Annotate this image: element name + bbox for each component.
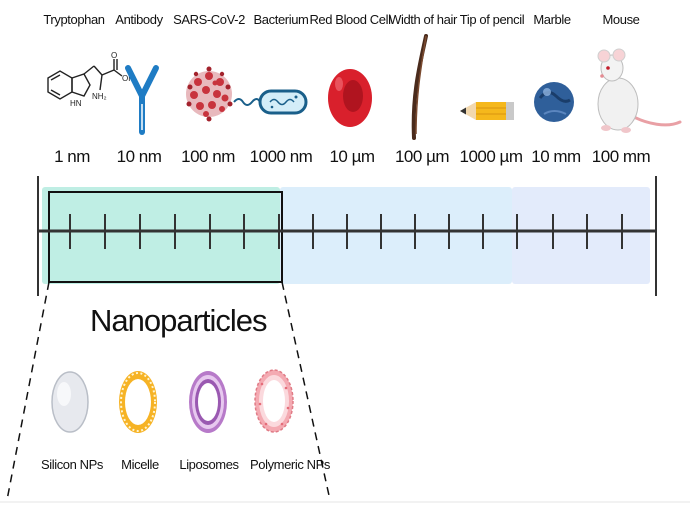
antibody-icon <box>125 65 159 135</box>
zoom-line-right <box>281 281 331 501</box>
mouse-icon <box>597 48 682 133</box>
size-10mm: 10 mm <box>531 147 581 166</box>
size-100mm: 100 mm <box>591 147 651 166</box>
label-antibody: Antibody <box>115 12 163 27</box>
size-100nm: 100 nm <box>181 147 235 166</box>
atom-label-oh: OH <box>122 74 134 83</box>
size-100um: 100 µm <box>394 147 450 166</box>
label-mouse: Mouse <box>602 12 640 27</box>
size-1nm: 1 nm <box>54 147 90 166</box>
np-label-micelle: Micelle <box>121 457 159 472</box>
np-label-polymeric: Polymeric NPs <box>249 457 331 472</box>
silicon-np-icon <box>51 371 89 433</box>
zoom-line-left <box>6 281 50 501</box>
label-marble: Marble <box>533 12 571 27</box>
hair-icon <box>411 34 428 140</box>
marble-icon <box>534 82 574 122</box>
label-tryptophan: Tryptophan <box>43 12 105 27</box>
nanoparticles-title: Nanoparticles <box>90 303 268 338</box>
nano-highlight-box <box>48 191 283 283</box>
label-bacterium: Bacterium <box>253 12 309 27</box>
label-sars-cov-2: SARS-CoV-2 <box>173 12 245 27</box>
np-label-liposomes: Liposomes <box>179 457 239 472</box>
size-1000um: 1000 µm <box>459 147 524 166</box>
milli-zone <box>512 187 650 284</box>
size-10nm: 10 nm <box>116 147 162 166</box>
atom-label-o: O <box>111 51 117 60</box>
np-label-silicon: Silicon NPs <box>40 457 104 472</box>
red-blood-cell-icon <box>328 69 372 127</box>
atom-label-hn: HN <box>70 99 82 108</box>
micro-zone <box>280 187 512 284</box>
atom-label-nh2: NH₂ <box>92 92 107 101</box>
tryptophan-molecule-icon: O OH HN NH₂ <box>47 51 134 108</box>
polymeric-np-icon <box>254 369 294 433</box>
micelle-icon <box>119 371 157 433</box>
virus-icon <box>186 66 233 122</box>
liposome-icon <box>189 371 227 433</box>
size-10um: 10 µm <box>329 147 375 166</box>
nano-zone <box>42 187 280 284</box>
pencil-icon <box>460 102 514 120</box>
label-red-blood-cell: Red Blood Cell <box>309 12 391 27</box>
size-1000nm: 1000 nm <box>249 147 313 166</box>
label-width-of-hair: Width of hair <box>389 12 457 27</box>
bacterium-icon <box>233 89 308 115</box>
label-tip-of-pencil: Tip of pencil <box>459 12 525 27</box>
